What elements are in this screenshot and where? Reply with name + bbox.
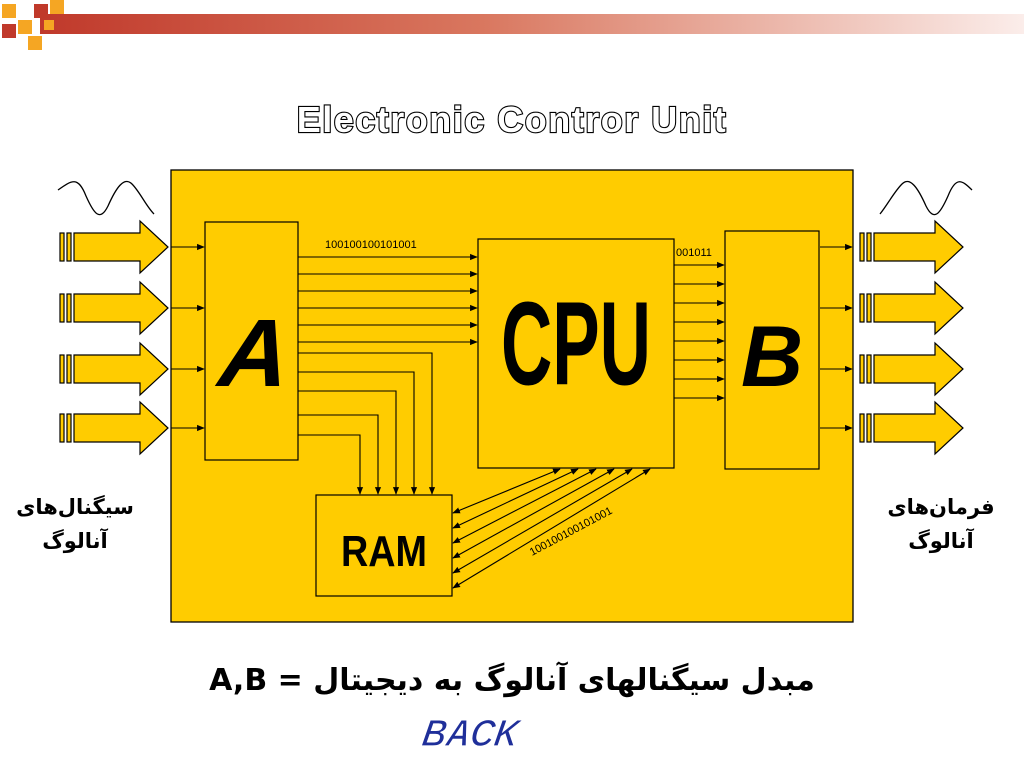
input-label-line2: آنالوگ [42, 529, 108, 553]
ram-cpu-line [452, 468, 651, 589]
input-label-line1: سیگنال‌های [16, 495, 134, 519]
output-wave-icon [879, 180, 973, 216]
output-label-line2: آنالوگ [908, 529, 974, 553]
output-arrow [859, 280, 964, 336]
a-to-ram-line [298, 371, 418, 495]
bits-a-to-cpu: 100100100101001 [325, 239, 417, 251]
a-to-ram-line [298, 390, 400, 495]
input-arrows [59, 219, 169, 456]
input-arrow [59, 280, 169, 336]
input-line-arrows [171, 243, 205, 432]
back-button[interactable]: BACK [416, 704, 524, 754]
output-arrow [859, 341, 964, 397]
block-b [724, 230, 820, 470]
block-cpu [477, 238, 675, 469]
output-label-line1: فرمان‌های [887, 495, 995, 519]
input-arrow [59, 400, 169, 456]
block-a [204, 221, 299, 461]
a-to-cpu-bus [298, 253, 478, 346]
a-to-ram-line [298, 352, 436, 495]
input-label: سیگنال‌های آنالوگ [0, 490, 150, 558]
ram-label: RAM [341, 527, 427, 576]
output-arrows [859, 219, 964, 456]
output-line-arrows [820, 243, 853, 432]
block-b-label: B [741, 309, 803, 405]
caption-text: A,B = مبدل سیگنالهای آنالوگ به دیجیتال [209, 661, 815, 698]
back-button-label: BACK [419, 712, 524, 754]
a-to-ram-line [298, 434, 364, 495]
slide-title: Electronic Contror Unit [297, 99, 728, 140]
output-arrow [859, 400, 964, 456]
a-to-ram-bus [298, 352, 436, 495]
input-wave-icon [57, 180, 155, 216]
a-to-ram-line [298, 414, 382, 495]
input-arrow [59, 341, 169, 397]
input-arrow [59, 219, 169, 275]
output-label: فرمان‌های آنالوگ [866, 490, 1016, 558]
cpu-label: CPU [501, 277, 651, 410]
output-arrow [859, 219, 964, 275]
bits-cpu-to-b: 001011 [676, 247, 712, 259]
cpu-to-b-bus [674, 261, 725, 402]
ram-cpu-bus [452, 468, 651, 589]
block-ram [315, 494, 453, 597]
top-banner [2, 0, 1024, 50]
block-a-label: A [213, 300, 296, 407]
